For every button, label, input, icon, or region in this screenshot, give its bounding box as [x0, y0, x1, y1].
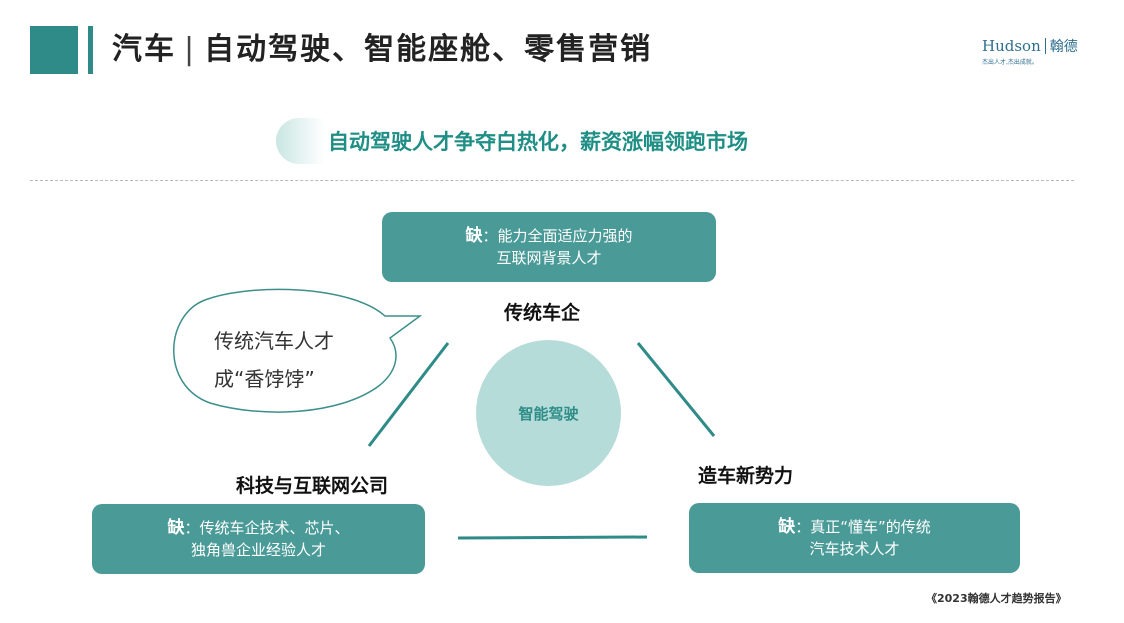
dashed-divider [30, 180, 1074, 181]
report-source: 《2023翰德人才趋势报告》 [926, 592, 1067, 605]
connector-top-left [367, 342, 450, 447]
lack-label: 缺 [778, 517, 796, 537]
subtitle-pill-decoration [276, 118, 324, 164]
lack-box-new-car-makers: 缺：真正“懂车”的传统 汽车技术人才 [689, 503, 1020, 573]
lack-text-line1: ：传统车企技术、芯片、 [184, 519, 350, 537]
node-label-traditional-automakers: 传统车企 [504, 302, 581, 324]
lack-text-line2: 独角兽企业经验人才 [190, 541, 326, 559]
connector-bottom [457, 535, 648, 540]
center-label: 智能驾驶 [518, 404, 579, 423]
speech-bubble-text: 传统汽车人才 成“香饽饽” [214, 322, 334, 398]
header-accent-bar [88, 26, 93, 74]
bubble-line1: 传统汽车人才 [214, 329, 334, 353]
page-title-category: 汽车 [112, 32, 176, 67]
lack-text-line1: ：真正“懂车”的传统 [795, 518, 931, 536]
hudson-logo: Hudson 翰德 杰出人才,杰出成就。 [982, 36, 1078, 66]
lack-box-traditional-automakers: 缺：能力全面适应力强的 互联网背景人才 [382, 212, 716, 282]
center-circle: 智能驾驶 [476, 340, 621, 486]
lack-box-tech-internet-companies: 缺：传统车企技术、芯片、 独角兽企业经验人才 [92, 504, 425, 574]
lack-text-line1: ：能力全面适应力强的 [482, 227, 633, 245]
page-title-separator: | [184, 32, 197, 67]
logo-name-cn: 翰德 [1049, 39, 1078, 55]
lack-text-line2: 汽车技术人才 [809, 540, 900, 558]
speech-bubble [173, 288, 423, 413]
node-label-tech-internet-companies: 科技与互联网公司 [236, 475, 389, 497]
lack-label: 缺 [465, 226, 483, 246]
logo-name-en: Hudson [982, 37, 1041, 55]
logo-divider [1044, 38, 1046, 54]
node-label-new-car-makers: 造车新势力 [698, 465, 794, 487]
logo-slogan: 杰出人才,杰出成就。 [982, 59, 1038, 66]
page-title: 汽车|自动驾驶、智能座舱、零售营销 [112, 28, 652, 72]
lack-label: 缺 [167, 518, 185, 538]
page-title-topics: 自动驾驶、智能座舱、零售营销 [204, 32, 653, 67]
bubble-line2: 成“香饽饽” [214, 367, 315, 391]
subtitle: 自动驾驶人才争夺白热化，薪资涨幅领跑市场 [328, 130, 748, 154]
lack-text-line2: 互联网背景人才 [496, 249, 602, 267]
connector-top-right [636, 342, 716, 437]
header-accent-block [30, 26, 78, 74]
